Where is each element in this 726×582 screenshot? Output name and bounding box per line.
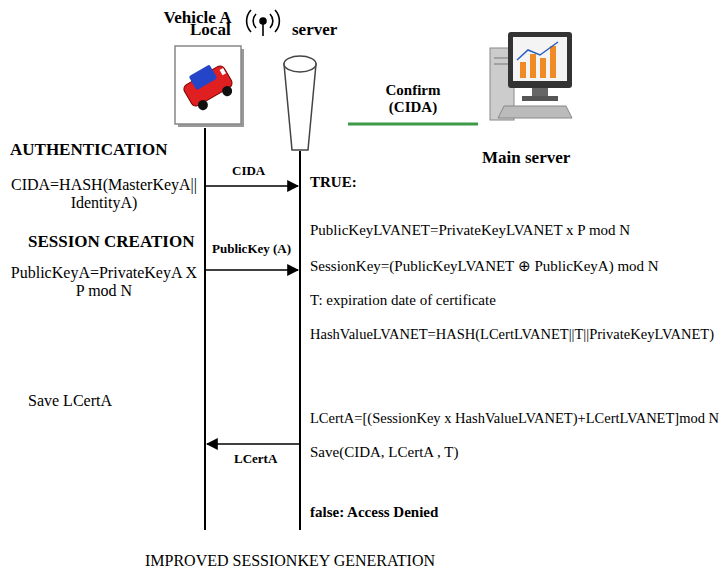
message-arrow (206, 269, 298, 271)
message-arrow (206, 185, 298, 187)
step-text: Save LCertA (28, 392, 112, 410)
condition-text: TRUE: (310, 174, 357, 191)
formula-text: Save(CIDA, LCertA , T) (310, 444, 458, 461)
section-heading: AUTHENTICATION (10, 140, 167, 160)
message-label: LCertA (234, 452, 277, 467)
node-heading: Main server (482, 148, 570, 168)
server-lifeline (299, 151, 301, 530)
local-server-node: Local server (188, 6, 348, 152)
figure-caption: IMPROVED SESSIONKEY GENERATION (60, 552, 520, 570)
formula-text: PublicKeyA=PrivateKeyA X P mod N (10, 264, 198, 301)
formula-text: LCertA=[(SessionKey x HashValueLVANET)+L… (310, 410, 719, 427)
antenna-icon (247, 10, 280, 36)
car-icon (175, 46, 244, 127)
message-label: PublicKey (A) (212, 242, 291, 257)
vehicle-lifeline (204, 128, 206, 530)
message-arrow (207, 443, 299, 445)
computer-icon (490, 32, 572, 120)
node-text: server (292, 20, 337, 40)
tower-icon (284, 56, 316, 150)
formula-text: CIDA=HASH(MasterKeyA|| IdentityA) (10, 176, 198, 213)
condition-text: false: Access Denied (310, 504, 438, 521)
node-heading: Local (190, 20, 231, 40)
formula-text: T: expiration date of certificate (310, 292, 496, 309)
section-heading: SESSION CREATION (28, 232, 194, 252)
connector-label: Confirm (CIDA) (373, 82, 453, 117)
formula-text: HashValueLVANET=HASH(LCertLVANET||T||Pri… (310, 326, 714, 343)
connector-line (348, 123, 478, 126)
main-server-node: Main server (478, 24, 618, 176)
formula-text: PublicKeyLVANET=PrivateKeyLVANET x P mod… (310, 222, 630, 239)
formula-text: SessionKey=(PublicKeyLVANET ⊕ PublicKeyA… (310, 258, 659, 275)
message-label: CIDA (232, 164, 265, 179)
